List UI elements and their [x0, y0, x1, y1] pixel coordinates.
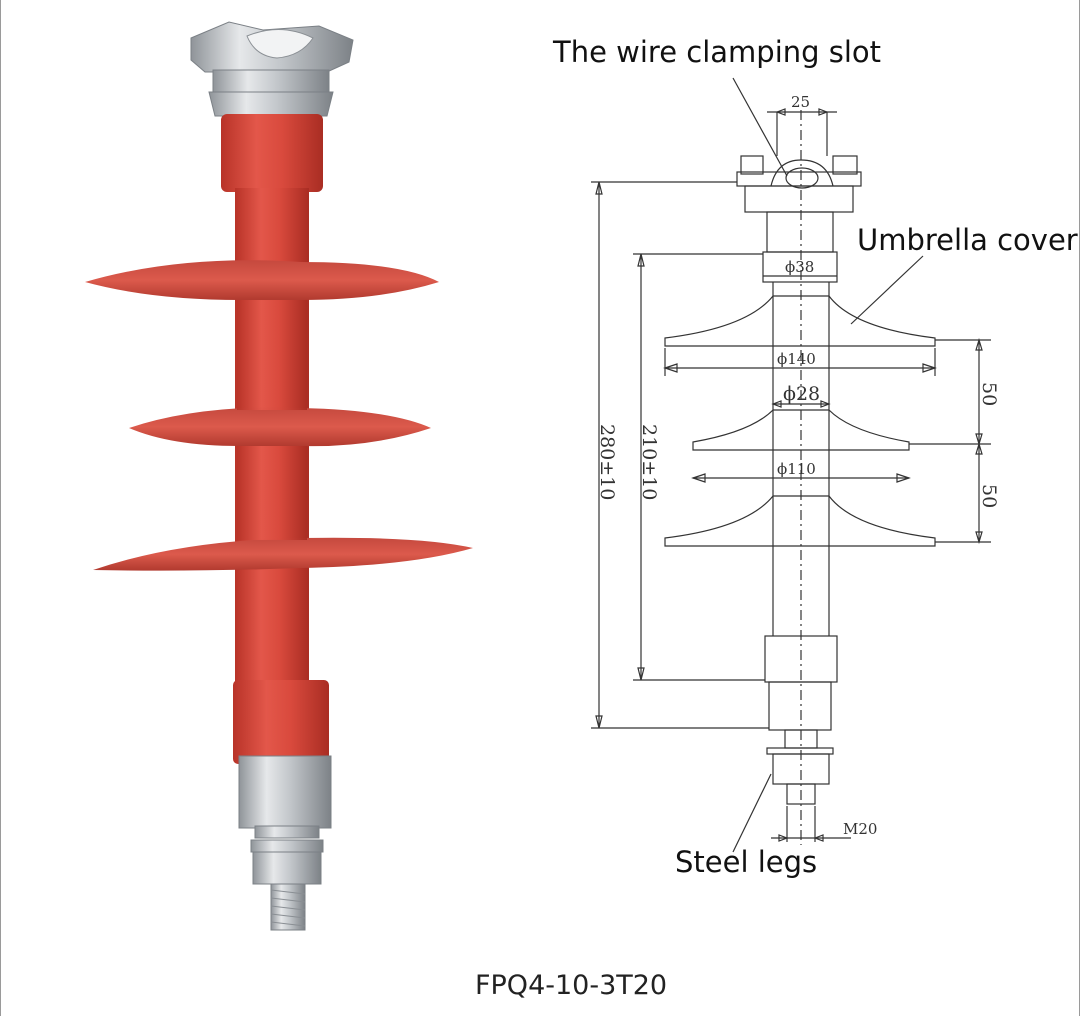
- dim-spacing-lower: 50: [978, 484, 1000, 508]
- shed-top: [85, 260, 439, 300]
- label-umbrella-cover: Umbrella cover: [857, 223, 1078, 257]
- label-wire-clamping-slot: The wire clamping slot: [553, 35, 882, 69]
- dim-thread: M20: [843, 820, 877, 838]
- wire-clamp: [190, 21, 354, 117]
- steel-leader: [732, 773, 772, 853]
- steel-leg-photo: [270, 883, 306, 931]
- dim-spacing-upper: 50: [978, 382, 1000, 406]
- steel-leg-nut: [252, 851, 322, 885]
- umbrella-leader: [850, 255, 924, 325]
- upper-collar: [221, 114, 323, 192]
- dim-overall-height: 280±10: [596, 424, 618, 500]
- dim-neck-diameter: ϕ38: [785, 258, 814, 276]
- lower-fitting: [238, 755, 332, 829]
- insulator-photo: [85, 21, 473, 931]
- label-steel-legs: Steel legs: [675, 845, 818, 879]
- shed-middle: [129, 407, 431, 447]
- shed-bottom: [93, 537, 473, 571]
- lower-collar: [233, 680, 329, 764]
- dim-insulation-height: 210±10: [638, 424, 660, 500]
- model-caption: FPQ4-10-3T20: [475, 970, 668, 1001]
- drawing-clamp: [736, 155, 862, 253]
- dim-core-diameter: ϕ28: [783, 383, 820, 405]
- dim-top-width: 25: [791, 93, 810, 111]
- dim-shed-small: ϕ110: [777, 460, 816, 478]
- clamp-leader: [732, 77, 788, 177]
- dim-shed-large: ϕ140: [777, 350, 816, 368]
- technical-drawing: [591, 77, 991, 853]
